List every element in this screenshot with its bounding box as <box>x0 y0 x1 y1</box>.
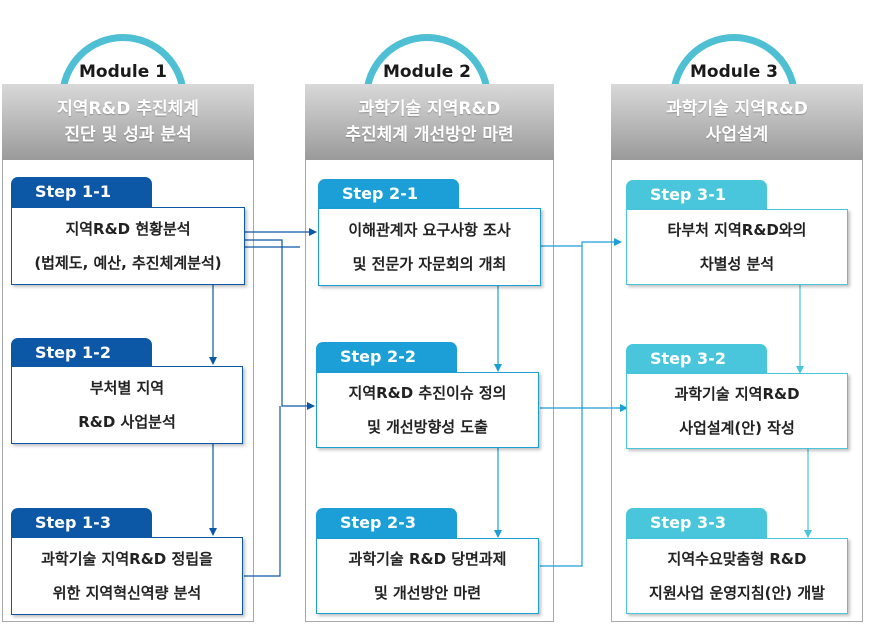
arrow-2-2-to-3-1 <box>540 246 583 409</box>
step-3-3-line1: 지역수요맞춤형 R&D <box>667 550 807 568</box>
step-1-3-line2: 위한 지역혁신역량 분석 <box>52 584 202 602</box>
module-3-label: Module 3 <box>690 62 778 82</box>
module-2-header: 과학기술 지역R&D 추진체계 개선방안 마련 <box>305 84 554 160</box>
step-2-1-tab: Step 2-1 <box>318 179 459 211</box>
step-1-3-box: 과학기술 지역R&D 정립을 위한 지역혁신역량 분석 <box>11 537 243 615</box>
step-2-2-line2: 및 개선방향성 도출 <box>367 418 488 436</box>
step-2-3-tab: Step 2-3 <box>316 508 457 540</box>
step-3-2-box: 과학기술 지역R&D 사업설계(안) 작성 <box>626 373 848 449</box>
module-3-title-line1: 과학기술 지역R&D <box>666 99 808 119</box>
arrow-1-3-to-2-2 <box>244 406 281 577</box>
step-2-3-box: 과학기술 R&D 당면과제 및 개선방안 마련 <box>316 538 539 614</box>
step-2-3-line1: 과학기술 R&D 당면과제 <box>348 550 507 568</box>
step-1-2-tab: Step 1-2 <box>11 338 152 370</box>
step-3-3-box: 지역수요맞춤형 R&D 지원사업 운영지침(안) 개발 <box>626 538 848 614</box>
step-2-2-tab: Step 2-2 <box>316 342 457 374</box>
step-2-2-line1: 지역R&D 추진이슈 정의 <box>348 384 507 402</box>
step-1-1-line1: 지역R&D 현황분석 <box>65 220 191 238</box>
module-1-header: 지역R&D 추진체계 진단 및 성과 분석 <box>2 84 254 160</box>
module-2-title-line1: 과학기술 지역R&D <box>358 99 501 119</box>
step-1-3-line1: 과학기술 지역R&D 정립을 <box>41 550 213 568</box>
step-3-2-line2: 사업설계(안) 작성 <box>679 419 795 437</box>
arrow-2-1-to-3-1 <box>540 238 622 247</box>
step-2-1-line2: 및 전문가 자문회의 개최 <box>352 255 507 273</box>
module-2-label: Module 2 <box>383 62 471 82</box>
step-2-3-line2: 및 개선방안 마련 <box>373 584 482 602</box>
step-1-1-box: 지역R&D 현황분석 (법제도, 예산, 추진체계분석) <box>11 207 245 285</box>
step-3-2-tab: Step 3-2 <box>626 344 767 376</box>
step-1-2-line1: 부처별 지역 <box>89 379 165 397</box>
module-2-title-line2: 추진체계 개선방안 마련 <box>345 125 514 145</box>
step-3-1-box: 타부처 지역R&D와의 차별성 분석 <box>626 209 848 285</box>
step-3-1-tab: Step 3-1 <box>626 180 767 212</box>
module-1-label: Module 1 <box>79 62 167 82</box>
step-1-1-line2: (법제도, 예산, 추진체계분석) <box>34 254 222 272</box>
step-1-3-tab: Step 1-3 <box>11 508 152 540</box>
module-1-title-line2: 진단 및 성과 분석 <box>64 125 192 145</box>
step-1-2-line2: R&D 사업분석 <box>78 413 176 431</box>
step-1-2-box: 부처별 지역 R&D 사업분석 <box>11 366 243 444</box>
module-3-title-line2: 사업설계 <box>705 125 769 145</box>
arrow-1-1-to-2-2-a <box>244 239 315 410</box>
step-3-3-tab: Step 3-3 <box>626 508 767 540</box>
step-2-1-box: 이해관계자 요구사항 조사 및 전문가 자문회의 개최 <box>318 208 541 286</box>
step-3-1-line2: 차별성 분석 <box>699 255 775 273</box>
step-1-1-tab: Step 1-1 <box>11 177 152 209</box>
module-1-title-line1: 지역R&D 추진체계 <box>57 99 199 119</box>
step-2-1-line1: 이해관계자 요구사항 조사 <box>348 221 511 239</box>
step-2-2-box: 지역R&D 추진이슈 정의 및 개선방향성 도출 <box>316 372 539 448</box>
step-3-1-line1: 타부처 지역R&D와의 <box>667 221 807 239</box>
module-3-header: 과학기술 지역R&D 사업설계 <box>611 84 863 160</box>
arrow-2-3-to-3-2 <box>540 404 628 567</box>
step-3-3-line2: 지원사업 운영지침(안) 개발 <box>649 584 825 602</box>
step-3-2-line1: 과학기술 지역R&D <box>674 385 800 403</box>
